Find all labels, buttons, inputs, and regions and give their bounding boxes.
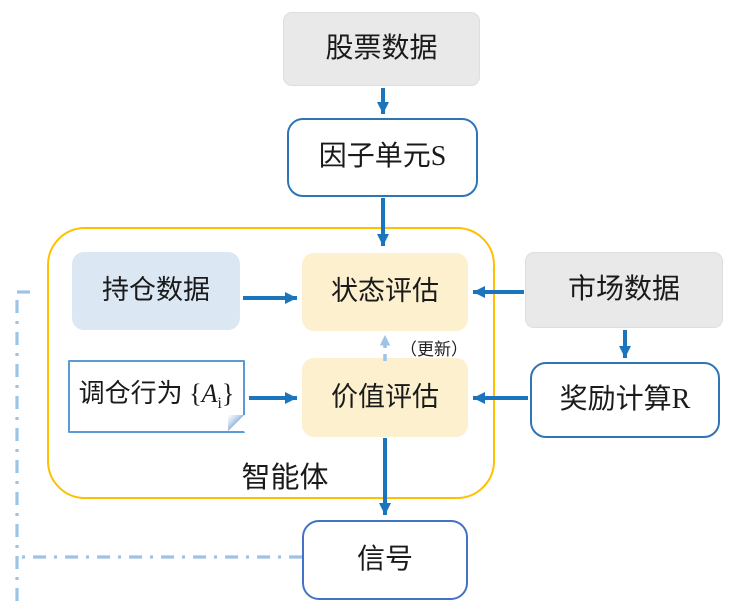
node-factor-unit-label: 因子单元S [318,141,447,173]
node-signal-label: 信号 [356,543,413,575]
node-state-eval: 状态评估 [302,253,468,331]
node-stock-data: 股票数据 [283,12,480,86]
node-position-data: 持仓数据 [72,252,240,330]
agent-group-label: 智能体 [241,462,329,494]
node-factor-unit: 因子单元S [287,118,478,197]
node-reward-calc: 奖励计算R [530,362,720,438]
node-rebalance-action-label: 调仓行为 {Ai} [78,379,235,413]
node-market-data-label: 市场数据 [567,273,680,305]
node-signal: 信号 [302,520,468,600]
node-state-eval-label: 状态评估 [331,276,439,307]
node-stock-data-label: 股票数据 [325,32,438,64]
node-reward-calc-label: 奖励计算R [559,383,691,415]
update-annotation: （更新） [400,339,468,359]
node-rebalance-action: 调仓行为 {Ai} [68,360,245,433]
node-value-eval: 价值评估 [302,358,468,437]
node-market-data: 市场数据 [525,252,723,328]
folded-corner-icon [228,415,245,433]
node-position-data-label: 持仓数据 [102,275,210,306]
agent-group-frame [47,227,495,499]
node-value-eval-label: 价值评估 [331,381,439,412]
